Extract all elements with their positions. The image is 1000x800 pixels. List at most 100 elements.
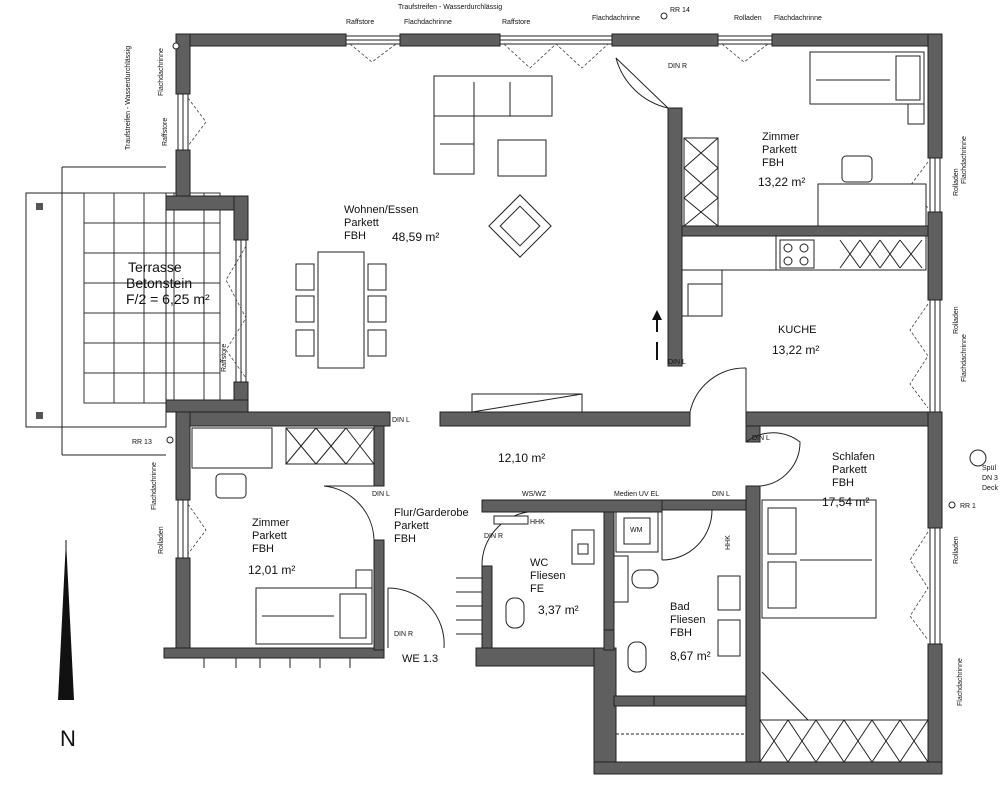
doors [323,57,801,649]
zimmer-ne-area: 13,22 m² [758,175,805,189]
din-l-bad: DIN L [712,491,730,498]
coffee-table [497,139,547,177]
terrasse-floor: Betonstein [126,275,192,291]
wc-heat: FE [530,583,544,595]
hhk-wc: HHK [530,519,545,526]
raffstore-left-1: Raffstore [162,118,169,146]
flachdachrinne-left-2: Flachdachrinne [151,462,158,510]
schlafen-heat: FBH [832,477,854,489]
raffstore-left-2: Raffstore [221,344,228,372]
ws-wz-label: WS/WZ [522,491,547,498]
din-r-entrance: DIN R [394,631,413,638]
rolladen-right-2: Rolladen [953,306,960,334]
rr13-label: RR 13 [132,439,152,446]
flur-heat: FBH [394,533,416,545]
hhk-bad: HHK [725,535,732,550]
wc-floor: Fliesen [530,570,565,582]
din-l-zimmer-sw: DIN L [372,491,390,498]
flachdachrinne-right-3: Flachdachrinne [957,658,964,706]
kitchen-counter [775,235,927,271]
downpipe-rr13 [166,436,174,444]
terrasse-area: F/2 = 6,25 m² [126,291,210,307]
din-r-wc: DIN R [484,533,503,540]
zimmer-sw-name: Zimmer [252,517,290,529]
rolladen-right-3: Rolladen [953,536,960,564]
traufstreifen-top: Traufstreifen - Wasserdurchlässig [398,4,502,11]
we-label: WE 1.3 [402,653,438,665]
wc-fixtures [493,515,595,629]
wohnen-floor: Parkett [344,217,379,229]
bad-heat: FBH [670,627,692,639]
medien-label: Medien UV EL [614,491,659,498]
din-l-schlafen: DIN L [752,435,770,442]
rr1-label: RR 1 [960,503,976,510]
terrasse-name: Terrasse [128,259,182,275]
interior-walls [189,107,929,763]
schlafen-area: 17,54 m² [822,495,869,509]
entrance-steps [203,577,482,668]
armchair [488,194,552,258]
bad-name: Bad [670,601,690,613]
bed-sw [255,569,373,645]
rolladen-top: Rolladen [734,15,762,22]
kueche-area: 13,22 m² [772,343,819,357]
spuel-label: Spül [982,465,996,472]
schlafen-name: Schlafen [832,451,875,463]
din-r-ne: DIN R [668,63,687,70]
flachdachrinne-right-2: Flachdachrinne [961,334,968,382]
zimmer-ne-floor: Parkett [762,144,797,156]
dn-label: DN 3 [982,475,998,482]
bad-area: 8,67 m² [670,649,711,663]
wohnen-name: Wohnen/Essen [344,204,418,216]
flachdachrinne-top-3: Flachdachrinne [774,15,822,22]
raffstore-top-2: Raffstore [502,19,530,26]
din-l-kueche: DIN L [668,359,686,366]
rolladen-left: Rolladen [158,526,165,554]
desk-sw [191,427,273,499]
flur-floor: Parkett [394,520,429,532]
rr14-label: RR 14 [670,7,690,14]
bad-fixtures [613,511,747,763]
flachdachrinne-right-1: Flachdachrinne [961,136,968,184]
bad-floor: Fliesen [670,614,705,626]
windows [177,35,941,645]
traufstreifen-left: Traufstreifen - Wasserdurchlässig [125,46,132,150]
downpipe-rr1 [948,501,956,509]
terrace [25,166,221,456]
desk-ne [817,155,927,227]
north-arrow [58,540,74,700]
zimmer-sw-heat: FBH [252,543,274,555]
wohnen-area: 48,59 m² [392,230,439,244]
bed-ne [809,51,925,125]
deck-label: Deck [982,485,998,492]
flur-area: 12,10 m² [498,451,545,465]
entrance-arrow [652,310,662,360]
zimmer-sw-area: 12,01 m² [248,563,295,577]
schlafen-floor: Parkett [832,464,867,476]
flachdachrinne-top-1: Flachdachrinne [404,19,452,26]
wc-name: WC [530,557,548,569]
wardrobe-sw [285,427,375,465]
sofa [433,75,553,175]
drain-symbol [969,449,987,467]
wc-area: 3,37 m² [538,603,579,617]
flur-name: Flur/Garderobe [394,507,469,519]
raffstore-top-1: Raffstore [346,19,374,26]
rolladen-right-1: Rolladen [953,168,960,196]
wohnen-heat: FBH [344,230,366,242]
zimmer-sw-floor: Parkett [252,530,287,542]
wm-label: WM [630,527,643,534]
downpipe-top-left [172,42,180,50]
zimmer-ne-name: Zimmer [762,131,800,143]
bed-schlafen [761,499,877,619]
flachdachrinne-top-2: Flachdachrinne [592,15,640,22]
wardrobe-ne [683,137,719,227]
stair-ramp [471,393,583,413]
kitchen-oven [687,283,723,317]
wardrobe-schlafen [759,671,929,763]
flachdachrinne-left-1: Flachdachrinne [158,48,165,96]
downpipe-rr14 [660,12,668,20]
dining-table [295,251,387,369]
zimmer-ne-heat: FBH [762,157,784,169]
